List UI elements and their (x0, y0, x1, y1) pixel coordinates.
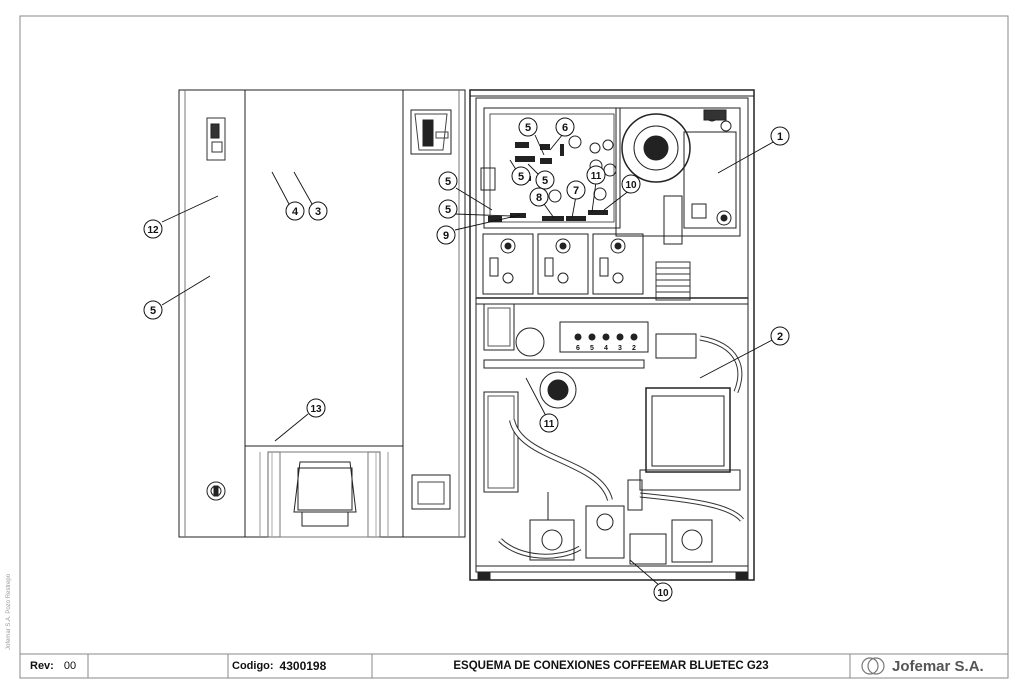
rev-value: 00 (63, 660, 77, 672)
cabinet-interior-view (469, 89, 755, 581)
code-value: 4300198 (279, 659, 327, 673)
side-note: Jofemar S.A. Pozo Restrepo (6, 573, 12, 650)
svg-text:2: 2 (632, 345, 636, 352)
callout-4: 4 (292, 206, 299, 218)
callout-5-c: 5 (525, 122, 531, 134)
callout-11-bottom: 11 (544, 419, 555, 430)
rev-cell: Rev: 00 (30, 654, 88, 678)
company-name: Jofemar S.A. (892, 657, 984, 675)
callout-6: 6 (562, 122, 568, 134)
jofemar-logo-icon (861, 657, 885, 675)
callout-leaders (161, 133, 777, 587)
callout-1: 1 (777, 131, 783, 143)
callout-5-b: 5 (445, 204, 451, 216)
callout-7: 7 (573, 185, 579, 197)
company-cell: Jofemar S.A. (892, 654, 1004, 678)
svg-text:6: 6 (576, 345, 580, 352)
callout-5-a: 5 (445, 176, 451, 188)
door-front-view (178, 89, 466, 538)
callout-2: 2 (777, 331, 783, 343)
callout-12: 12 (147, 225, 159, 236)
callout-10-bottom: 10 (657, 588, 669, 599)
svg-text:3: 3 (618, 345, 622, 352)
callout-5-e: 5 (542, 175, 548, 187)
code-cell: Codigo: 4300198 (232, 654, 372, 678)
svg-text:4: 4 (604, 345, 608, 352)
callout-labels: 1 2 3 4 5 5 5 5 5 5 6 7 8 9 10 10 11 11 … (147, 122, 783, 599)
callout-circles (143, 117, 790, 602)
valve-panel-numbers: 6 5 4 3 2 (576, 345, 636, 352)
callout-5-d: 5 (518, 171, 524, 183)
sheet-border (19, 15, 1009, 679)
valve-connectors (574, 333, 638, 341)
callout-3: 3 (315, 206, 321, 218)
callout-9: 9 (443, 230, 449, 242)
callout-13: 13 (310, 404, 322, 415)
callout-8: 8 (536, 192, 542, 204)
rev-label: Rev: (30, 660, 54, 672)
drawing-title: ESQUEMA DE CONEXIONES COFFEEMAR BLUETEC … (453, 660, 769, 672)
callout-10-top: 10 (625, 180, 637, 191)
code-label: Codigo: (232, 660, 274, 672)
callout-11-top: 11 (591, 171, 602, 182)
svg-text:5: 5 (590, 345, 594, 352)
callout-5-left: 5 (150, 305, 156, 317)
relay-modules (482, 233, 644, 295)
drawing-title-cell: ESQUEMA DE CONEXIONES COFFEEMAR BLUETEC … (372, 654, 850, 678)
